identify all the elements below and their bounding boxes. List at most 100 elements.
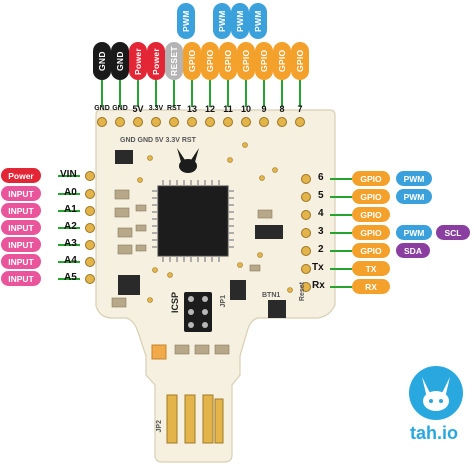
- reset-tag: RESET: [165, 42, 183, 80]
- input-tag: INPUT: [1, 203, 41, 218]
- gpio-tag: GPIO: [352, 189, 390, 204]
- sda-tag: SDA: [396, 243, 430, 258]
- usb-contact: [184, 394, 196, 444]
- pin-label: VIN: [60, 169, 77, 180]
- left-header-pin: [85, 257, 95, 267]
- connector-line: [263, 80, 265, 107]
- right-header-pin: [301, 210, 311, 220]
- rx-tag: RX: [352, 279, 390, 294]
- gpio-tag: GPIO: [352, 171, 390, 186]
- power-tag: Power: [129, 42, 147, 80]
- header-pin: [169, 117, 179, 127]
- pin-label: 5V: [132, 104, 144, 114]
- header-pin: [259, 117, 269, 127]
- header-pin: [151, 117, 161, 127]
- connector-line: [155, 80, 157, 107]
- right-header-pin: [301, 228, 311, 238]
- header-pin: [223, 117, 233, 127]
- header-pin: [115, 117, 125, 127]
- input-tag: INPUT: [1, 237, 41, 252]
- pin-label: A2: [64, 221, 77, 232]
- header-pin: [97, 117, 107, 127]
- left-header-pin: [85, 171, 95, 181]
- pin-label: GND: [94, 105, 110, 112]
- silkscreen-icsp: ICSP: [170, 292, 180, 314]
- right-header-pin: [301, 282, 311, 292]
- pin-label: A5: [64, 272, 77, 283]
- input-tag: INPUT: [1, 220, 41, 235]
- gpio-tag: GPIO: [183, 42, 201, 80]
- gnd-tag: GND: [93, 42, 111, 80]
- connector-line: [330, 232, 352, 234]
- connector-line: [58, 175, 80, 177]
- header-pin: [187, 117, 197, 127]
- right-header-pin: [301, 264, 311, 274]
- tahio-bunny-logo-icon: [409, 366, 463, 420]
- pin-label: 12: [204, 104, 215, 114]
- pin-label: 11: [223, 104, 233, 114]
- connector-line: [227, 80, 229, 107]
- connector-line: [330, 214, 352, 216]
- pin-label: 8: [279, 104, 285, 114]
- led: [151, 344, 167, 360]
- gpio-tag: GPIO: [352, 225, 390, 240]
- gpio-tag: GPIO: [273, 42, 291, 80]
- pin-label: A0: [64, 187, 77, 198]
- pin-label: 3: [318, 226, 324, 237]
- pin-label: 2: [318, 244, 324, 255]
- pin-label: 5: [318, 190, 324, 201]
- mcu-pins: [152, 180, 234, 262]
- pin-label: 13: [186, 104, 197, 114]
- silkscreen-reset: Reset: [299, 282, 306, 302]
- pin-label: 9: [261, 104, 267, 114]
- right-header-pin: [301, 192, 311, 202]
- connector-line: [209, 80, 211, 107]
- mcu-chip: [157, 185, 229, 257]
- gpio-tag: GPIO: [352, 243, 390, 258]
- left-header-pin: [85, 240, 95, 250]
- pin-label: A3: [64, 238, 77, 249]
- left-header-pin: [85, 206, 95, 216]
- pwm-tag: PWM: [213, 3, 231, 39]
- input-tag: INPUT: [1, 254, 41, 269]
- input-tag: INPUT: [1, 186, 41, 201]
- power-tag: Power: [147, 42, 165, 80]
- pwm-tag: PWM: [396, 225, 432, 240]
- pwm-tag: PWM: [396, 171, 432, 186]
- gpio-tag: GPIO: [255, 42, 273, 80]
- connector-line: [58, 278, 80, 280]
- smd-components: [111, 189, 273, 355]
- connector-line: [58, 193, 80, 195]
- connector-line: [330, 196, 352, 198]
- input-tag: INPUT: [1, 271, 41, 286]
- left-header-pin: [85, 223, 95, 233]
- right-header-pin: [301, 174, 311, 184]
- power-tag: Power: [1, 168, 41, 183]
- silkscreen-btn: BTN1: [262, 292, 281, 299]
- pin-label: Tx: [312, 262, 324, 273]
- pin-label: RST: [167, 105, 181, 112]
- header-pin: [295, 117, 305, 127]
- header-pin: [133, 117, 143, 127]
- connector-line: [58, 244, 80, 246]
- connector-line: [281, 80, 283, 107]
- gpio-tag: GPIO: [352, 207, 390, 222]
- connector-line: [330, 250, 352, 252]
- right-header-pin: [301, 246, 311, 256]
- gpio-tag: GPIO: [237, 42, 255, 80]
- gpio-tag: GPIO: [219, 42, 237, 80]
- pwm-tag: PWM: [177, 3, 195, 39]
- pin-label: Rx: [312, 280, 325, 291]
- header-pin: [277, 117, 287, 127]
- left-header-pin: [85, 189, 95, 199]
- pwm-tag: PWM: [396, 189, 432, 204]
- pin-label: 4: [318, 208, 324, 219]
- header-pin: [241, 117, 251, 127]
- silkscreen-top-row: GND GND 5V 3.3V RST: [120, 137, 196, 144]
- connector-line: [299, 80, 301, 107]
- connector-line: [191, 80, 193, 107]
- header-pin: [205, 117, 215, 127]
- connector-line: [58, 227, 80, 229]
- logo-text: tah.io: [410, 423, 458, 443]
